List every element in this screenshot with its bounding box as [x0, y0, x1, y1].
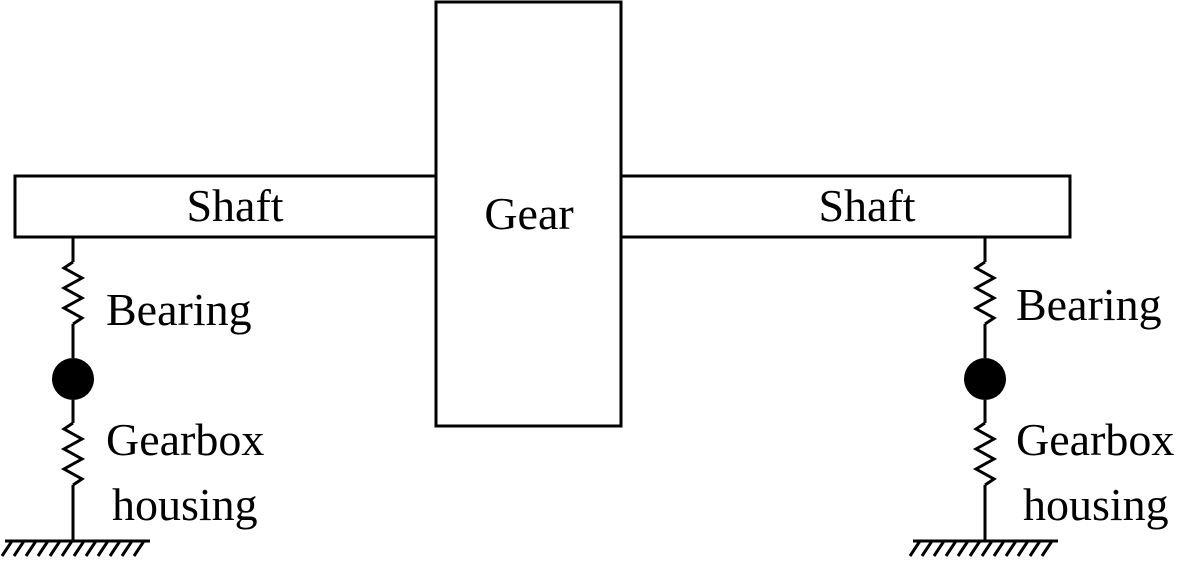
housing-left-label-line2: housing	[112, 479, 258, 530]
left-housing-spring	[60, 421, 86, 487]
gear-label: Gear	[484, 188, 573, 239]
left-bearing-spring	[60, 260, 86, 326]
right-bearing-spring	[972, 260, 998, 326]
housing-left-label-line1: Gearbox	[106, 414, 264, 465]
left-mass-node	[52, 358, 94, 400]
gear-block	[434, 0, 623, 428]
left-support	[0, 237, 150, 557]
shaft-left-label: Shaft	[186, 180, 283, 231]
right-support	[908, 237, 1058, 557]
right-housing-spring	[972, 421, 998, 487]
right-mass-node	[964, 358, 1006, 400]
housing-right-label-line2: housing	[1023, 479, 1169, 530]
bearing-right-label: Bearing	[1016, 279, 1162, 330]
shaft-right	[619, 174, 1072, 239]
bearing-left-label: Bearing	[106, 284, 252, 335]
left-ground-hatch	[0, 540, 146, 557]
shaft-left	[13, 174, 438, 239]
right-ground-hatch	[908, 540, 1054, 557]
shaft-right-label: Shaft	[818, 180, 915, 231]
housing-right-label-line1: Gearbox	[1016, 414, 1174, 465]
